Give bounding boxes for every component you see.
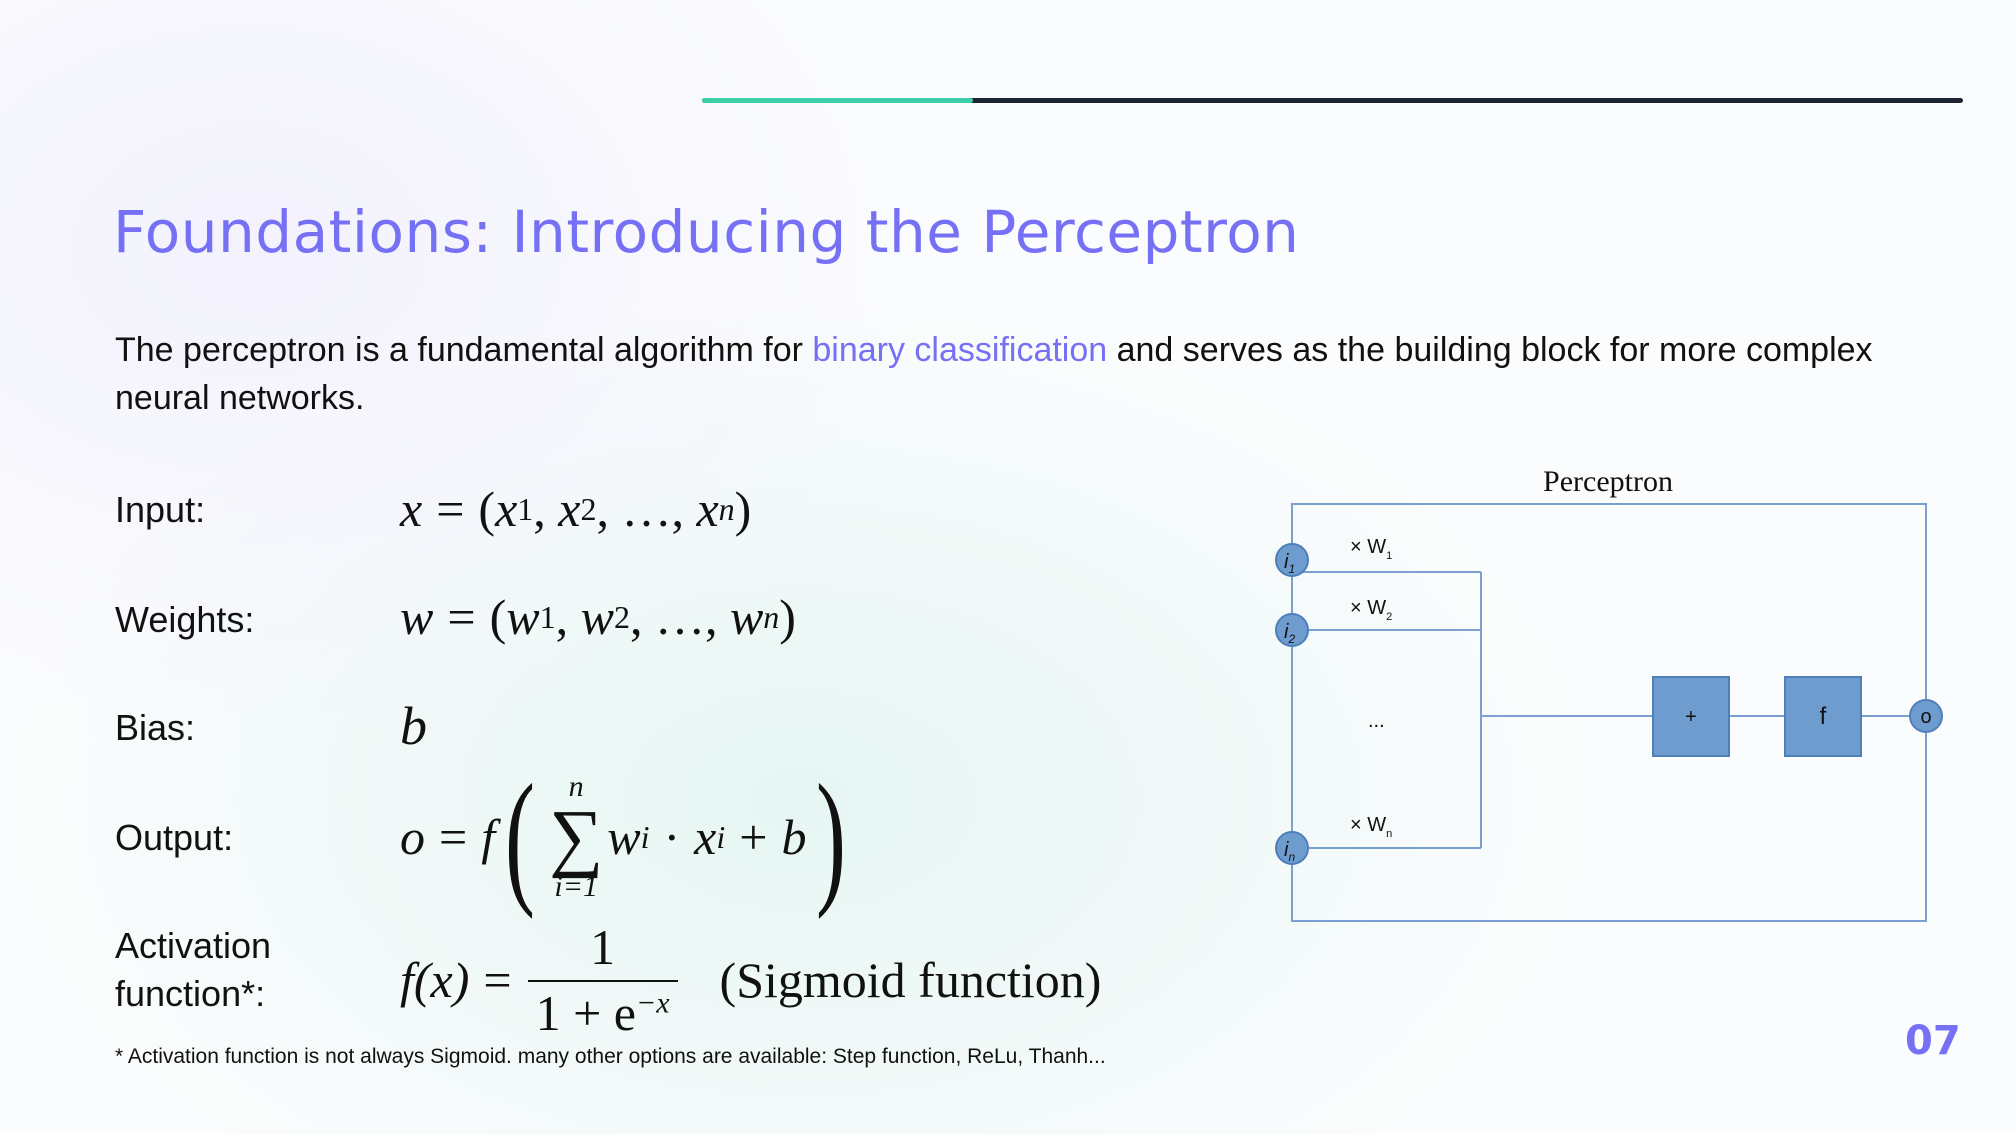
input-label-2: i2: [1284, 621, 1295, 646]
input-label-1: i1: [1284, 551, 1295, 576]
sum-block: [1652, 676, 1730, 757]
output-node: [1909, 699, 1943, 733]
weight-label-n: × Wn: [1350, 814, 1392, 840]
bias-label: Bias:: [115, 707, 196, 748]
input-node-1: [1275, 543, 1309, 577]
activation-block: [1784, 676, 1862, 757]
page-number: 07: [1905, 1018, 1961, 1064]
weight-label-1: × W1: [1350, 536, 1392, 562]
intro-paragraph: The perceptron is a fundamental algorith…: [115, 326, 1875, 422]
intro-text-end: and serves as the building block for mor…: [115, 331, 1873, 417]
weights-label: Weights:: [115, 599, 255, 640]
ellipsis: ...: [1368, 710, 1385, 732]
diagram-title: Perceptron: [1543, 465, 1673, 498]
input-label: Input:: [115, 489, 206, 530]
bias-formula: b: [400, 696, 427, 756]
progress-bar: [702, 98, 1963, 103]
input-label-n: in: [1284, 839, 1295, 864]
weight-label-2: × W2: [1350, 597, 1392, 623]
page-title: Foundations: Introducing the Perceptron: [113, 198, 1300, 266]
intro-highlight: binary classification: [812, 331, 1108, 369]
input-node-n: [1275, 831, 1309, 865]
output-symbol: o: [1920, 706, 1931, 728]
sum-symbol: +: [1685, 706, 1697, 728]
summation: n∑i=1: [549, 770, 604, 903]
input-node-2: [1275, 613, 1309, 647]
progress-fill: [702, 98, 974, 103]
output-label: Output:: [115, 817, 234, 858]
intro-text: The perceptron is a fundamental algorith…: [115, 331, 813, 369]
footnote: * Activation function is not always Sigm…: [115, 1045, 1106, 1068]
activation-symbol: f: [1820, 703, 1827, 730]
